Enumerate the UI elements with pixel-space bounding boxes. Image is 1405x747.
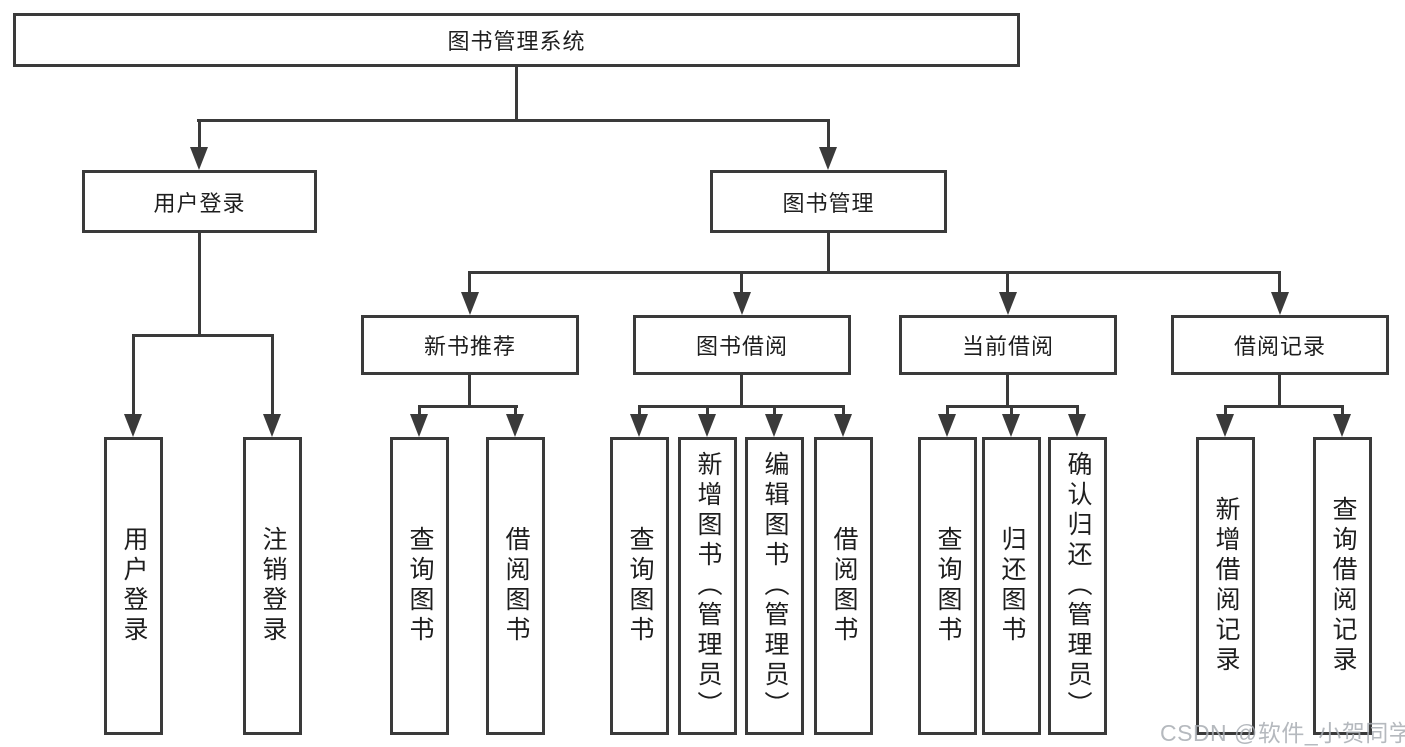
connector-vline [1224, 405, 1227, 416]
node-label: 编辑图书（管理员） [761, 451, 789, 721]
connector-vline [842, 405, 845, 416]
node-book-management: 图书管理 [710, 170, 947, 233]
node-root-library-system: 图书管理系统 [13, 13, 1020, 67]
node-label: 图书管理系统 [447, 29, 586, 54]
connector-vline [198, 119, 201, 149]
connector-arrowhead [263, 414, 281, 437]
connector-arrowhead [1271, 292, 1289, 315]
connector-vline [514, 405, 517, 416]
connector-hline [418, 405, 518, 408]
connector-arrowhead [938, 414, 956, 437]
connector-hline [132, 334, 274, 337]
node-label: 确认归还（管理员） [1064, 451, 1092, 721]
node-label: 查询图书 [406, 526, 434, 646]
connector-vline [706, 405, 709, 416]
connector-hline [638, 405, 845, 408]
node-label: 图书管理 [782, 190, 875, 216]
node-label: 当前借阅 [961, 334, 1054, 359]
leaf-recommend-query-books: 查询图书 [390, 437, 449, 735]
leaf-current-confirm-return-admin: 确认归还（管理员） [1048, 437, 1107, 735]
node-book-borrowing: 图书借阅 [633, 315, 851, 375]
connector-vline [1278, 271, 1281, 294]
node-label: 图书借阅 [695, 334, 788, 359]
connector-arrowhead [819, 147, 837, 170]
connector-arrowhead [1333, 414, 1351, 437]
node-borrowing-records: 借阅记录 [1171, 315, 1389, 375]
node-label: 借阅图书 [830, 526, 858, 646]
leaf-recommend-borrow-books: 借阅图书 [486, 437, 545, 735]
connector-arrowhead [506, 414, 524, 437]
node-label: 用户登录 [153, 190, 246, 216]
leaf-current-query-books: 查询图书 [918, 437, 977, 735]
node-label: 借阅图书 [502, 526, 530, 646]
leaf-borrowing-query-books: 查询图书 [610, 437, 669, 735]
csdn-watermark: CSDN @软件_小贺同学 [1160, 720, 1405, 746]
node-label: 新增借阅记录 [1212, 496, 1240, 676]
connector-vline [1341, 405, 1344, 416]
connector-vline [827, 119, 830, 149]
connector-vline [198, 233, 201, 336]
connector-vline [515, 67, 518, 120]
connector-arrowhead [1216, 414, 1234, 437]
connector-arrowhead [999, 292, 1017, 315]
connector-vline [773, 405, 776, 416]
node-label: 查询图书 [934, 526, 962, 646]
connector-arrowhead [834, 414, 852, 437]
connector-hline [197, 119, 830, 122]
connector-vline [740, 271, 743, 294]
connector-vline [827, 233, 830, 273]
connector-vline [740, 375, 743, 408]
connector-arrowhead [1068, 414, 1086, 437]
connector-vline [1278, 375, 1281, 408]
connector-arrowhead [1002, 414, 1020, 437]
node-label: 新增图书（管理员） [694, 451, 722, 721]
connector-vline [1010, 405, 1013, 416]
leaf-records-add-record: 新增借阅记录 [1196, 437, 1255, 735]
connector-vline [1006, 375, 1009, 408]
leaf-borrowing-edit-books-admin: 编辑图书（管理员） [745, 437, 804, 735]
connector-hline [468, 271, 1281, 274]
leaf-borrowing-add-books-admin: 新增图书（管理员） [678, 437, 737, 735]
node-label: 查询图书 [626, 526, 654, 646]
node-label: 归还图书 [998, 526, 1026, 646]
connector-arrowhead [124, 414, 142, 437]
leaf-current-return-books: 归还图书 [982, 437, 1041, 735]
node-new-book-recommendation: 新书推荐 [361, 315, 579, 375]
connector-vline [1076, 405, 1079, 416]
node-user-login: 用户登录 [82, 170, 317, 233]
node-label: 注销登录 [259, 526, 287, 646]
leaf-records-query-record: 查询借阅记录 [1313, 437, 1372, 735]
node-label: 新书推荐 [423, 334, 516, 359]
connector-arrowhead [733, 292, 751, 315]
leaf-borrowing-borrow-books: 借阅图书 [814, 437, 873, 735]
node-current-borrowing: 当前借阅 [899, 315, 1117, 375]
connector-vline [946, 405, 949, 416]
connector-arrowhead [461, 292, 479, 315]
node-label: 借阅记录 [1233, 334, 1326, 359]
connector-arrowhead [410, 414, 428, 437]
leaf-user-login: 用户登录 [104, 437, 163, 735]
leaf-logout: 注销登录 [243, 437, 302, 735]
connector-arrowhead [765, 414, 783, 437]
node-label: 查询借阅记录 [1329, 496, 1357, 676]
connector-vline [418, 405, 421, 416]
connector-vline [638, 405, 641, 416]
connector-vline [1006, 271, 1009, 294]
connector-arrowhead [630, 414, 648, 437]
connector-arrowhead [698, 414, 716, 437]
connector-arrowhead [190, 147, 208, 170]
connector-hline [1224, 405, 1344, 408]
connector-vline [271, 334, 274, 416]
connector-vline [468, 271, 471, 294]
node-label: 用户登录 [120, 526, 148, 646]
connector-vline [132, 334, 135, 416]
connector-vline [468, 375, 471, 408]
